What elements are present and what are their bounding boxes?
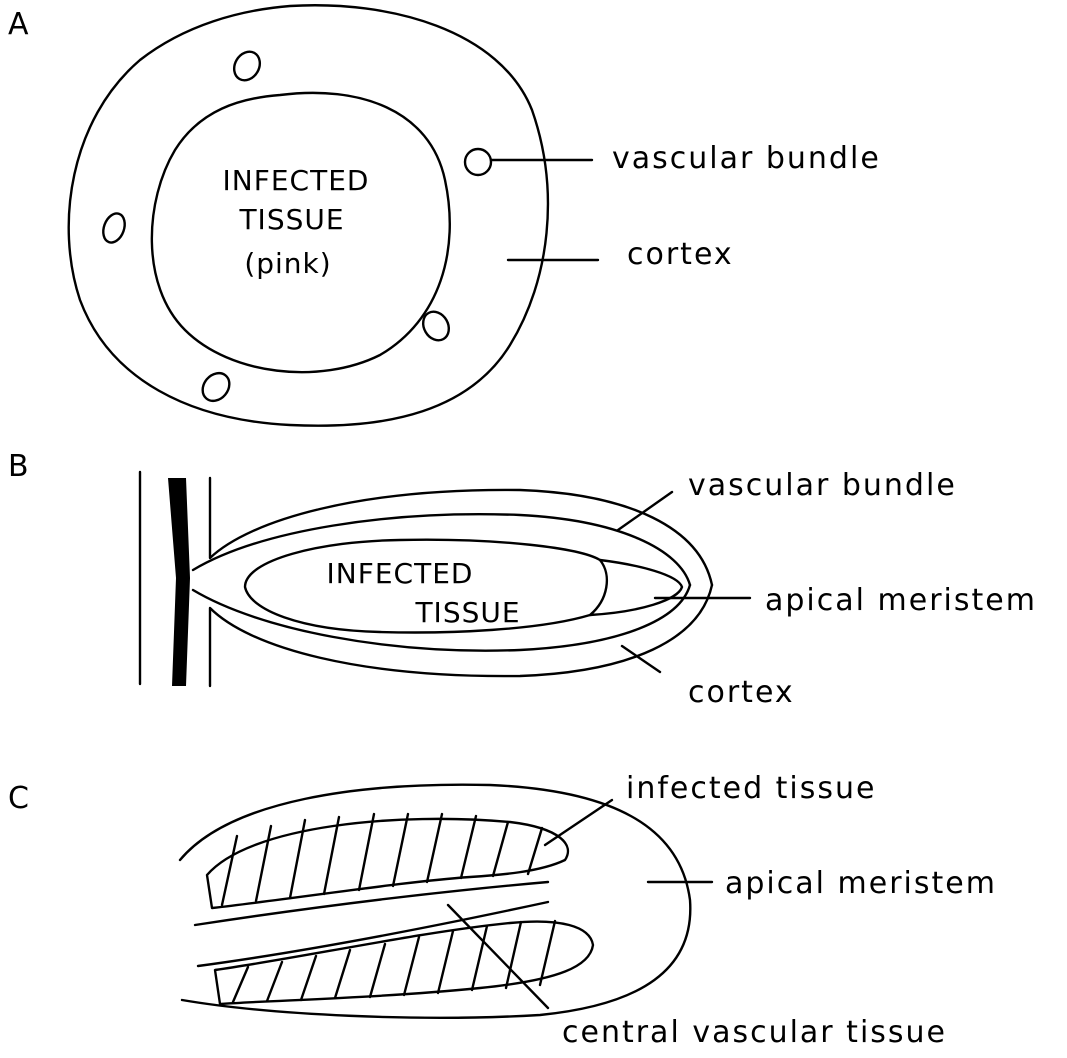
panel-c-letter: C — [8, 781, 29, 816]
panel-a: A INFECTED TISSUE (pink) vascular bundle… — [8, 5, 881, 425]
panel-a-inner-line-2: TISSUE — [238, 203, 344, 236]
panel-b-cortex-label: cortex — [688, 675, 795, 710]
panel-b-root-vascular-strand — [168, 478, 190, 686]
panel-c-infected-tissue-leader — [545, 800, 612, 845]
panel-c-upper-infected-tissue-hatching — [222, 814, 542, 905]
panel-c-infected-tissue-label: infected tissue — [626, 771, 877, 806]
panel-b-inner-line-2: TISSUE — [414, 596, 520, 629]
panel-c-central-vascular-tissue-label: central vascular tissue — [562, 1015, 947, 1050]
panel-b-vascular-bundle-label: vascular bundle — [688, 468, 957, 503]
panel-a-vascular-bundle — [229, 47, 265, 85]
panel-a-cortex-label: cortex — [627, 237, 734, 272]
panel-a-vascular-bundle — [197, 368, 235, 406]
panel-a-vascular-bundle-label: vascular bundle — [612, 141, 881, 176]
panel-b-apical-meristem-label: apical meristem — [765, 583, 1037, 618]
panel-a-inner-line-1: INFECTED — [223, 164, 370, 197]
panel-a-letter: A — [8, 7, 29, 42]
panel-c-central-vascular-tissue-lower — [198, 902, 548, 966]
panel-a-vascular-bundle — [465, 149, 491, 175]
panel-c-upper-infected-tissue-outline — [207, 819, 568, 908]
panel-c-apical-meristem-label: apical meristem — [725, 866, 997, 901]
panel-b-inner-line-1: INFECTED — [327, 557, 474, 590]
panel-c: C infected tissue apical meristem centra… — [8, 771, 997, 1050]
panel-b: B INFECTED TISSUE vascular bundle apical… — [8, 449, 1037, 710]
panel-a-inner-line-3: (pink) — [244, 247, 331, 280]
panel-a-vascular-bundle — [418, 307, 454, 345]
panel-a-vascular-bundle — [99, 210, 128, 245]
panel-b-letter: B — [8, 449, 29, 484]
